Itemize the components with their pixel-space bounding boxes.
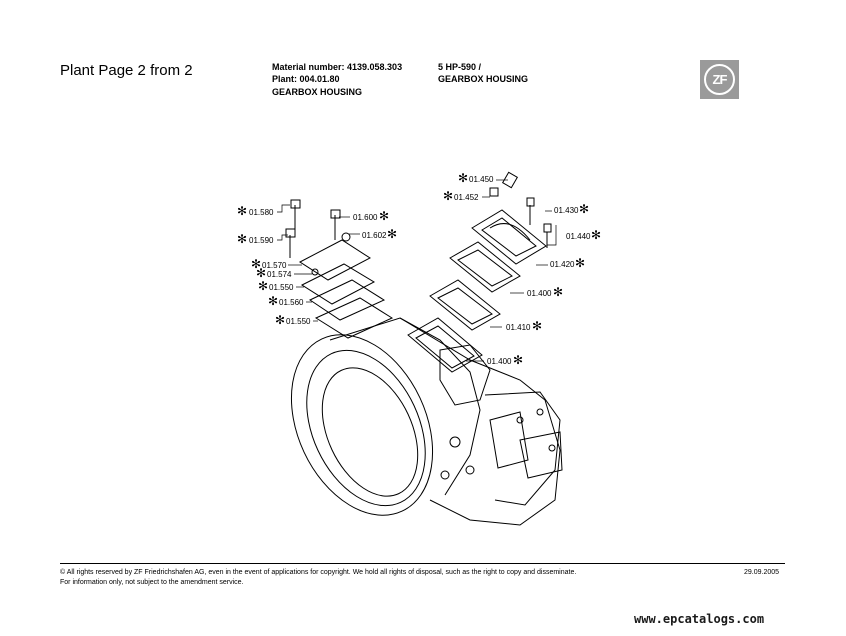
marker-01602: ✻ — [387, 227, 397, 241]
marker-01550-lower: ✻ — [275, 313, 285, 327]
page-title: Plant Page 2 from 2 — [60, 62, 193, 79]
marker-01590: ✻ — [237, 232, 247, 246]
label-01600: 01.600 — [353, 213, 378, 222]
ring-01452 — [489, 187, 499, 197]
housing-body-outline — [329, 317, 561, 526]
label-01560: 01.560 — [279, 298, 304, 307]
marker-01580: ✻ — [237, 204, 247, 218]
label-01580: 01.580 — [249, 208, 274, 217]
marker-01440: ✻ — [591, 228, 601, 242]
housing-bell-outer — [290, 334, 434, 516]
label-01450: 01.450 — [469, 175, 494, 184]
plant-number: Plant: 004.01.80 — [272, 74, 340, 84]
housing-side-plate — [519, 431, 563, 479]
label-01574: 01.574 — [267, 270, 292, 279]
footer-rule — [60, 563, 785, 564]
marker-01452: ✻ — [443, 189, 453, 203]
plate-01400-lower — [407, 317, 483, 373]
marker-01600: ✻ — [379, 209, 389, 223]
label-01452: 01.452 — [454, 193, 479, 202]
label-01440: 01.440 — [566, 232, 591, 241]
label-01400-upper: 01.400 — [527, 289, 552, 298]
label-01420: 01.420 — [550, 260, 575, 269]
cover-01570 — [299, 239, 371, 281]
zf-logo-text: ZF — [704, 64, 735, 95]
marker-01420: ✻ — [575, 256, 585, 270]
plate-01560 — [308, 279, 386, 321]
housing-bell-inner — [306, 349, 426, 507]
marker-01430: ✻ — [579, 202, 589, 216]
zf-logo: ZF — [700, 60, 739, 99]
cover-01420 — [471, 209, 547, 265]
material-number: Material number: 4139.058.303 — [272, 62, 403, 72]
gasket-01550-upper — [300, 263, 376, 305]
footer-date: 29.09.2005 — [744, 569, 780, 576]
plate-01400-upper — [449, 241, 521, 293]
plug-01450 — [501, 171, 519, 189]
marker-01400-upper: ✻ — [553, 285, 563, 299]
label-01550-lower: 01.550 — [286, 317, 311, 326]
model-line: 5 HP-590 / — [438, 62, 482, 72]
marker-01410: ✻ — [532, 319, 542, 333]
group-title: GEARBOX HOUSING — [272, 87, 363, 97]
model-subtitle: GEARBOX HOUSING — [438, 74, 529, 84]
marker-01450: ✻ — [458, 171, 468, 185]
label-01590: 01.590 — [249, 236, 274, 245]
watermark: www.epcatalogs.com — [634, 612, 765, 626]
marker-01400-lower: ✻ — [513, 353, 523, 367]
marker-01550-upper: ✻ — [258, 279, 268, 293]
info-notice: For information only, not subject to the… — [60, 579, 244, 586]
label-01602: 01.602 — [362, 231, 387, 240]
label-01430: 01.430 — [554, 206, 579, 215]
plate-01410 — [429, 279, 501, 331]
marker-01574: ✻ — [256, 266, 266, 280]
nut-01602 — [341, 232, 351, 242]
ring-01574 — [311, 268, 319, 276]
label-01570: 01.570 — [262, 261, 287, 270]
housing-bell-core — [321, 367, 419, 497]
gasket-01550-lower — [314, 297, 394, 339]
label-01400-lower: 01.400 — [487, 357, 512, 366]
marker-01570: ✻ — [251, 257, 261, 271]
copyright-notice: © All rights reserved by ZF Friedrichsha… — [60, 569, 577, 576]
marker-01560: ✻ — [268, 294, 278, 308]
label-01410: 01.410 — [506, 323, 531, 332]
label-01550-upper: 01.550 — [269, 283, 294, 292]
